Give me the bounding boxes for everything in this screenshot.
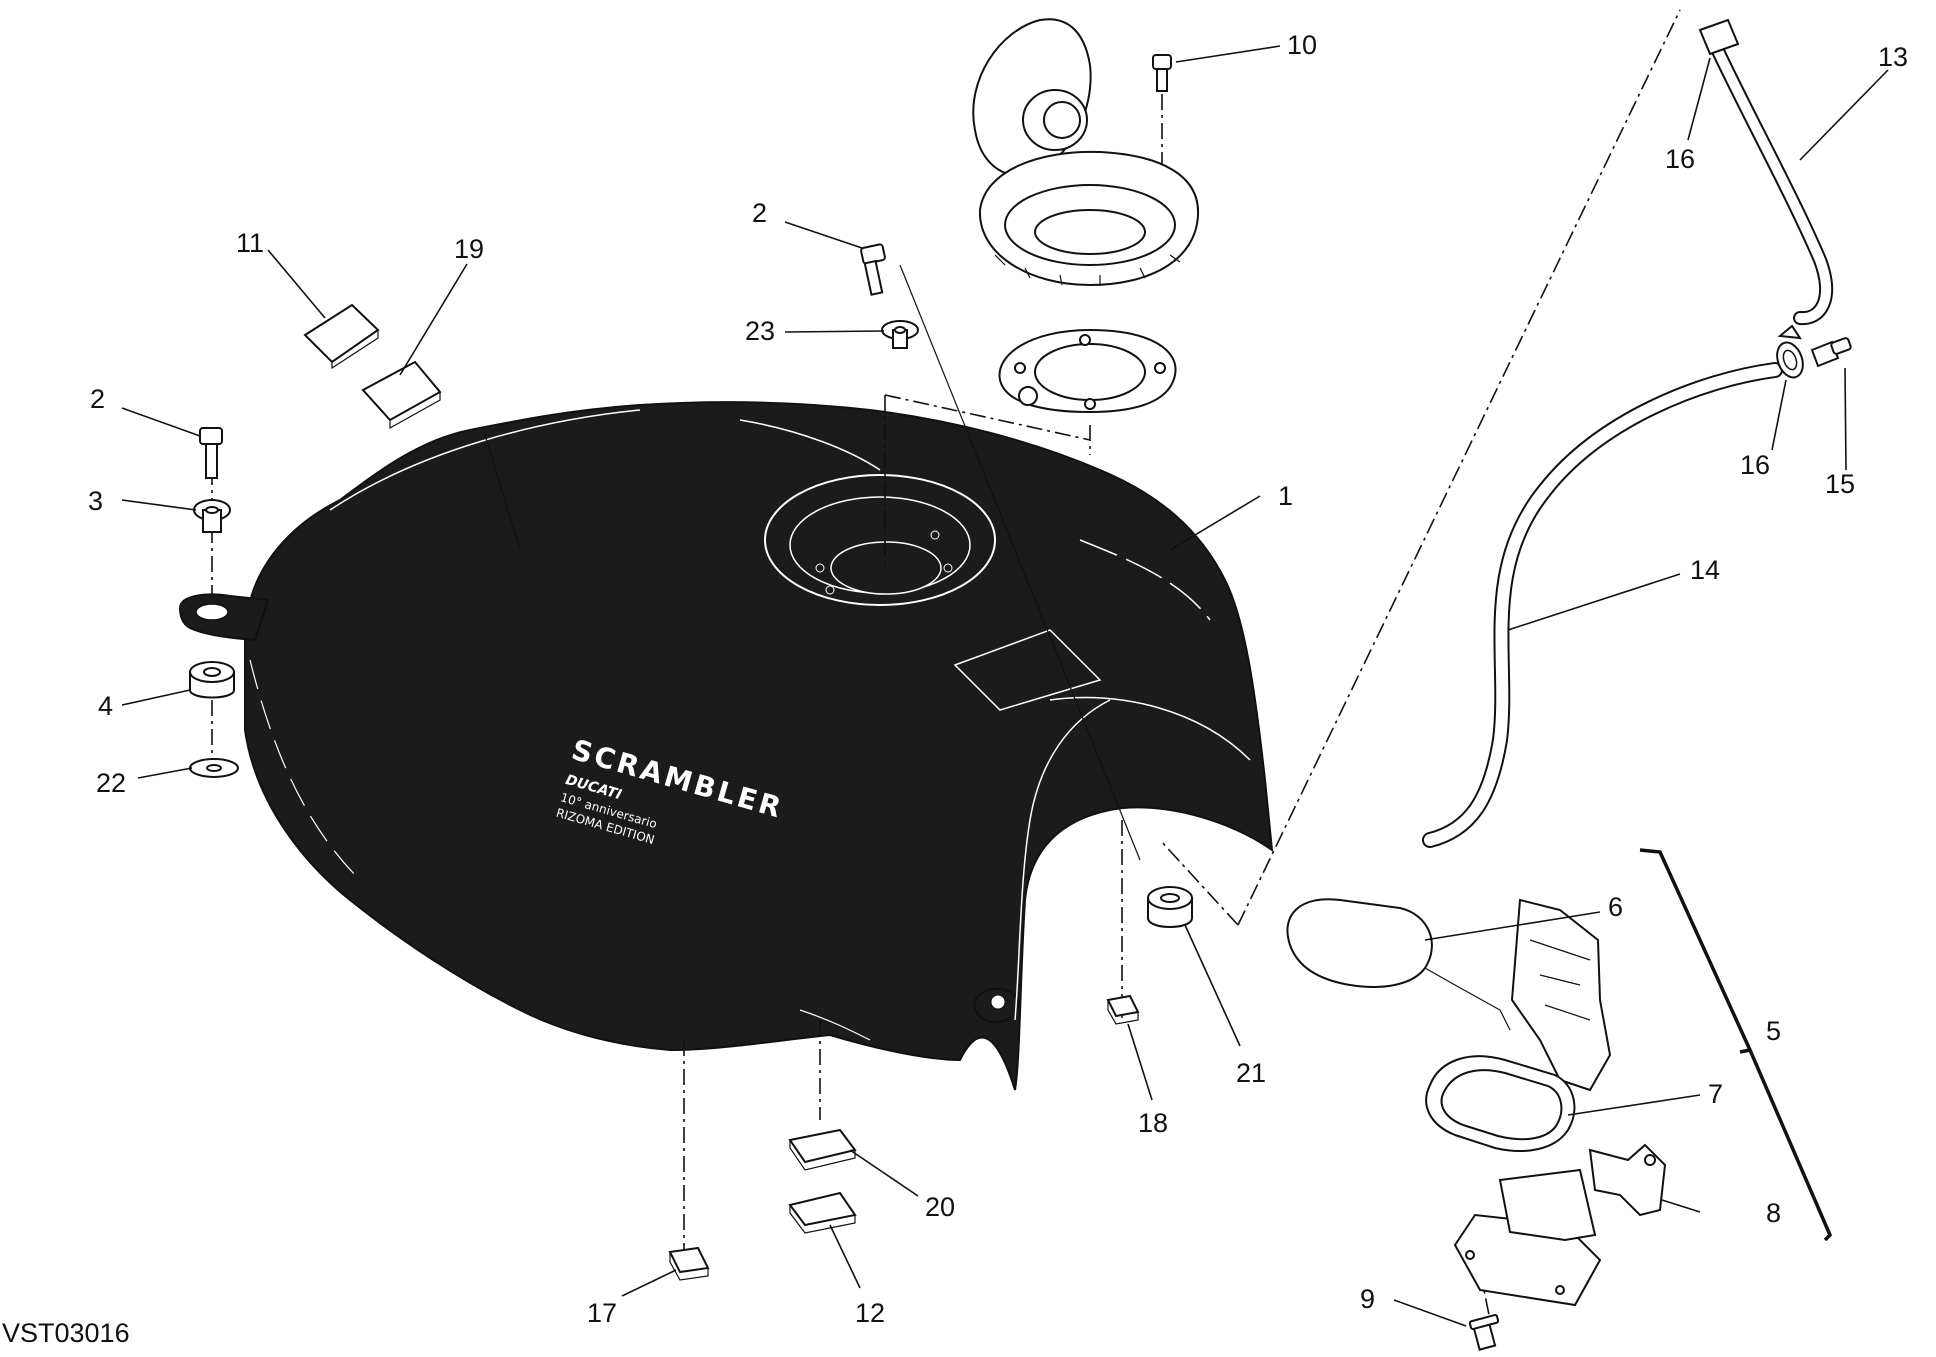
hose-fitting-part-15 <box>1810 337 1852 368</box>
callout-11: 11 <box>236 228 264 258</box>
rubber-block-part-18 <box>1106 994 1140 1025</box>
callout-labels: 10 13 16 16 15 14 1 2 23 2 3 4 22 11 19 … <box>88 30 1908 1328</box>
fuel-hose-part-14 <box>1422 362 1783 848</box>
callout-20: 20 <box>925 1192 955 1222</box>
fuel-level-float-part-6 <box>1286 898 1612 1092</box>
callout-16: 16 <box>1740 450 1770 480</box>
pad-part-12 <box>788 1191 857 1234</box>
callout-22: 22 <box>96 768 126 798</box>
assembly-axes <box>211 9 1681 1321</box>
gasket-part-7 <box>1425 1055 1576 1152</box>
washer-part-22 <box>189 758 239 778</box>
callout-7: 7 <box>1708 1079 1723 1109</box>
hose-end-cap-part-16-top <box>1698 18 1740 56</box>
screw-part-9 <box>1468 1313 1500 1351</box>
callout-21: 21 <box>1236 1058 1266 1088</box>
bolt-part-2-center <box>860 243 886 296</box>
callout-13: 13 <box>1878 42 1908 72</box>
rubber-block-part-17 <box>668 1246 710 1281</box>
callout-23: 23 <box>745 316 775 346</box>
callout-3: 3 <box>88 486 103 516</box>
leader-lines <box>121 45 1889 1327</box>
callout-18: 18 <box>1138 1108 1168 1138</box>
callout-9: 9 <box>1360 1284 1375 1314</box>
callout-17: 17 <box>587 1298 617 1328</box>
grommet-part-21 <box>1147 886 1193 928</box>
fuel-cap-assembly <box>972 18 1200 414</box>
pad-part-20 <box>788 1128 857 1171</box>
callout-8: 8 <box>1766 1198 1781 1228</box>
callout-4: 4 <box>98 691 113 721</box>
callout-15: 15 <box>1825 469 1855 499</box>
callout-2-center: 2 <box>752 198 767 228</box>
hose-clip-part-16 <box>1776 324 1804 379</box>
fuel-tank: SCRAMBLER DUCATI 10° anniversario RIZOMA… <box>178 401 1274 1091</box>
callout-19: 19 <box>454 234 484 264</box>
callout-2-left: 2 <box>90 384 105 414</box>
callout-5: 5 <box>1766 1016 1781 1046</box>
callout-6: 6 <box>1608 892 1623 922</box>
screw-part-10 <box>1152 54 1172 92</box>
pad-part-19 <box>361 360 442 430</box>
diagram-code: VST03016 <box>2 1318 130 1348</box>
callout-10: 10 <box>1287 30 1317 60</box>
callout-16-top: 16 <box>1665 144 1695 174</box>
rubber-mount-part-4 <box>189 661 235 699</box>
callout-14: 14 <box>1690 555 1720 585</box>
callout-1: 1 <box>1278 481 1293 511</box>
pad-part-11 <box>303 303 380 370</box>
washer-part-23 <box>881 320 919 349</box>
breather-hose-part-13 <box>1705 31 1834 326</box>
bolt-part-2-left <box>199 427 223 479</box>
assembly-bracket-5 <box>1639 848 1833 1242</box>
callout-12: 12 <box>855 1298 885 1328</box>
fuel-pump-flange-part-8 <box>1453 1143 1667 1307</box>
washer-part-3 <box>193 499 231 533</box>
